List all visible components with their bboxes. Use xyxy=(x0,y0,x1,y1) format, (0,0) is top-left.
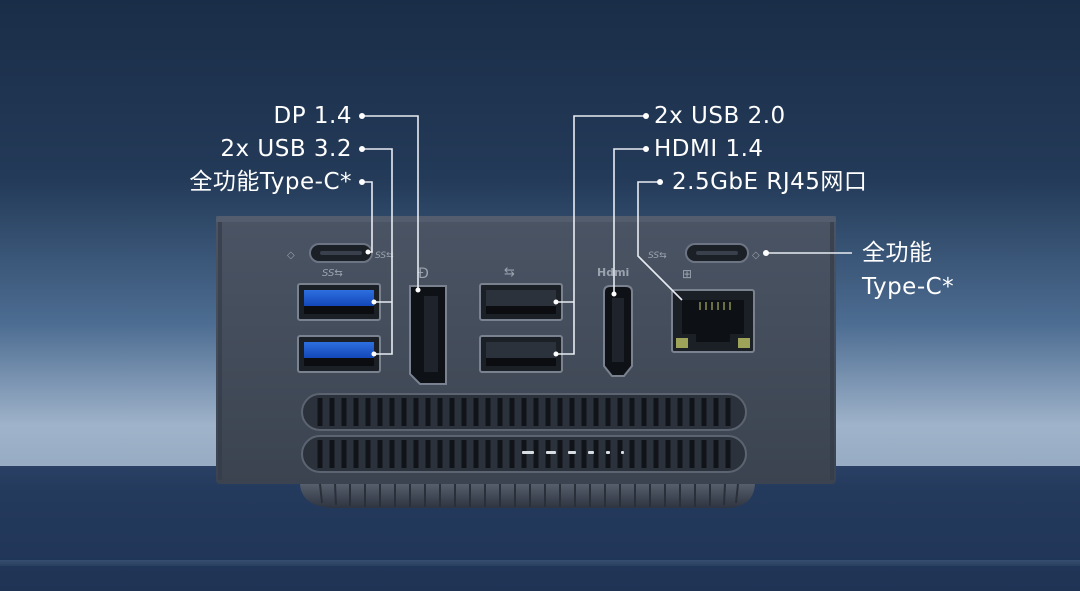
usb-2-0-symbol-icon: ⇆ xyxy=(504,265,515,280)
displayport-port: Ð xyxy=(409,266,447,385)
usb-3-2-port-bottom xyxy=(297,335,381,373)
usb-3-2-port-top xyxy=(297,283,381,321)
lightning-icon-right: ◇ xyxy=(752,250,760,261)
usb-2-0-port-bottom xyxy=(479,335,563,373)
rj45-port: ⊞ xyxy=(671,267,755,353)
dp-logo-icon: Ð xyxy=(418,266,429,282)
label-rj45: 2.5GbE RJ45网口 xyxy=(672,169,868,195)
label-type-c-right-line1: 全功能 xyxy=(862,240,933,266)
table-edge xyxy=(0,560,1080,566)
hdmi-port: Hdmi xyxy=(597,266,633,377)
type-c-port-left: ◇ SS⇆ xyxy=(287,243,394,263)
usb-2-0-port-top xyxy=(479,283,563,321)
label-type-c-right-line2: Type-C* xyxy=(862,274,955,300)
vent-lower xyxy=(301,435,747,473)
label-dp: DP 1.4 xyxy=(273,103,352,129)
status-light-dots xyxy=(522,451,624,454)
ss-usb-label-icon: SS⇆ xyxy=(322,268,343,279)
vent-upper xyxy=(301,393,747,431)
hdmi-logo-icon: Hdmi xyxy=(597,266,629,279)
network-icon: ⊞ xyxy=(682,267,692,281)
ss-usb-icon: SS⇆ xyxy=(375,251,394,261)
label-usb-2-0: 2x USB 2.0 xyxy=(654,103,786,129)
ss-usb-icon-right: SS⇆ xyxy=(648,251,667,261)
lightning-icon: ◇ xyxy=(287,250,295,261)
type-c-port-right: SS⇆ ◇ xyxy=(648,243,760,263)
svg-text:⇆: ⇆ xyxy=(504,265,515,280)
label-usb-3-2: 2x USB 3.2 xyxy=(220,136,352,162)
device-base xyxy=(300,482,755,508)
leader-dots xyxy=(359,113,769,357)
label-type-c-left: 全功能Type-C* xyxy=(189,169,352,195)
label-hdmi: HDMI 1.4 xyxy=(654,136,764,162)
